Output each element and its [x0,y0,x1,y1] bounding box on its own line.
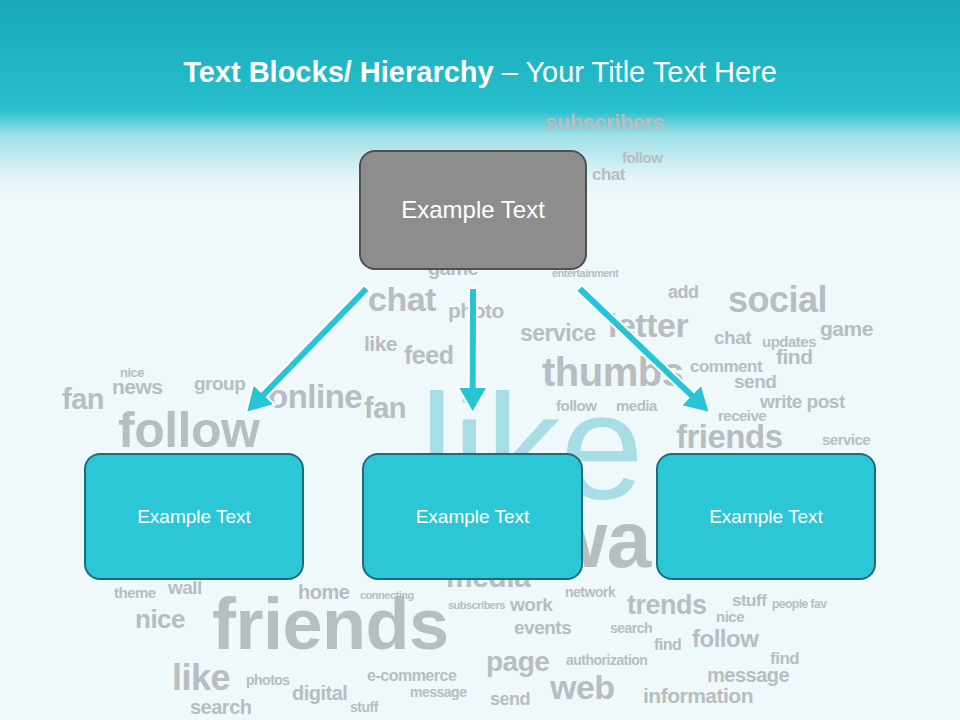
cloud-word: group [194,374,245,393]
cloud-word: stuff [350,700,378,714]
cloud-word: nice [135,606,185,632]
cloud-word: chat [714,328,751,347]
cloud-word: news [112,376,163,397]
cloud-word: events [514,618,571,637]
cloud-word: nice [120,366,144,379]
cloud-word: message [410,685,466,699]
cloud-word: trends [627,592,707,619]
cloud-word: wall [168,578,202,597]
cloud-word: network [565,585,615,599]
cloud-word: chat [592,166,625,183]
cloud-word: like [172,660,230,696]
cloud-word: subscribers [545,112,664,134]
cloud-word: search [610,621,652,635]
cloud-word: information [643,685,753,706]
child-box: Example Text [362,453,583,580]
cloud-word: nice [716,609,744,624]
cloud-word: theme [114,585,156,600]
cloud-word: write post [760,392,845,411]
cloud-word: people fav [772,598,826,610]
slide-title: Text Blocks/ Hierarchy – Your Title Text… [20,56,940,89]
cloud-word: follow [118,405,259,455]
cloud-word: fan [62,385,104,414]
hierarchy-arrow [576,285,710,413]
cloud-word: connecting [360,590,414,601]
cloud-word: chat [368,282,436,316]
box-text: Example Text [389,196,557,224]
cloud-word: find [654,637,681,653]
child-box: Example Text [656,453,876,580]
cloud-word: send [734,372,776,391]
parent-box: Example Text [359,150,587,270]
cloud-word: like [364,333,397,354]
box-text: Example Text [404,506,542,528]
cloud-word: follow [692,627,758,651]
cloud-word: authorization [566,653,647,667]
cloud-word: photos [246,673,290,687]
cloud-word: find [776,346,812,367]
cloud-word: follow [622,150,662,165]
cloud-word: service [822,432,870,447]
cloud-word: web [550,670,615,704]
cloud-word: online [268,380,362,413]
cloud-word: stuff [732,592,766,609]
cloud-word: social [728,282,827,318]
cloud-word: fan [364,394,406,423]
cloud-word: digital [292,683,347,703]
cloud-word: message [707,665,789,685]
hierarchy-arrow [458,288,488,413]
cloud-word: friends [676,420,783,453]
box-text: Example Text [125,506,263,528]
child-box: Example Text [84,453,304,580]
cloud-word: e-commerce [367,668,456,684]
box-text: Example Text [697,506,835,528]
hierarchy-arrow [246,285,370,413]
cloud-word: updates [762,334,816,349]
cloud-word: work [510,595,552,614]
cloud-word: feed [404,343,453,368]
cloud-word: game [820,318,873,339]
cloud-word: add [668,283,699,301]
cloud-word: search [190,697,252,717]
cloud-word: page [486,648,549,676]
cloud-word: service [520,322,596,345]
cloud-word: subscribers [448,600,505,611]
cloud-word: home [298,582,349,602]
cloud-word: send [490,690,530,708]
cloud-word: receive [718,408,766,423]
